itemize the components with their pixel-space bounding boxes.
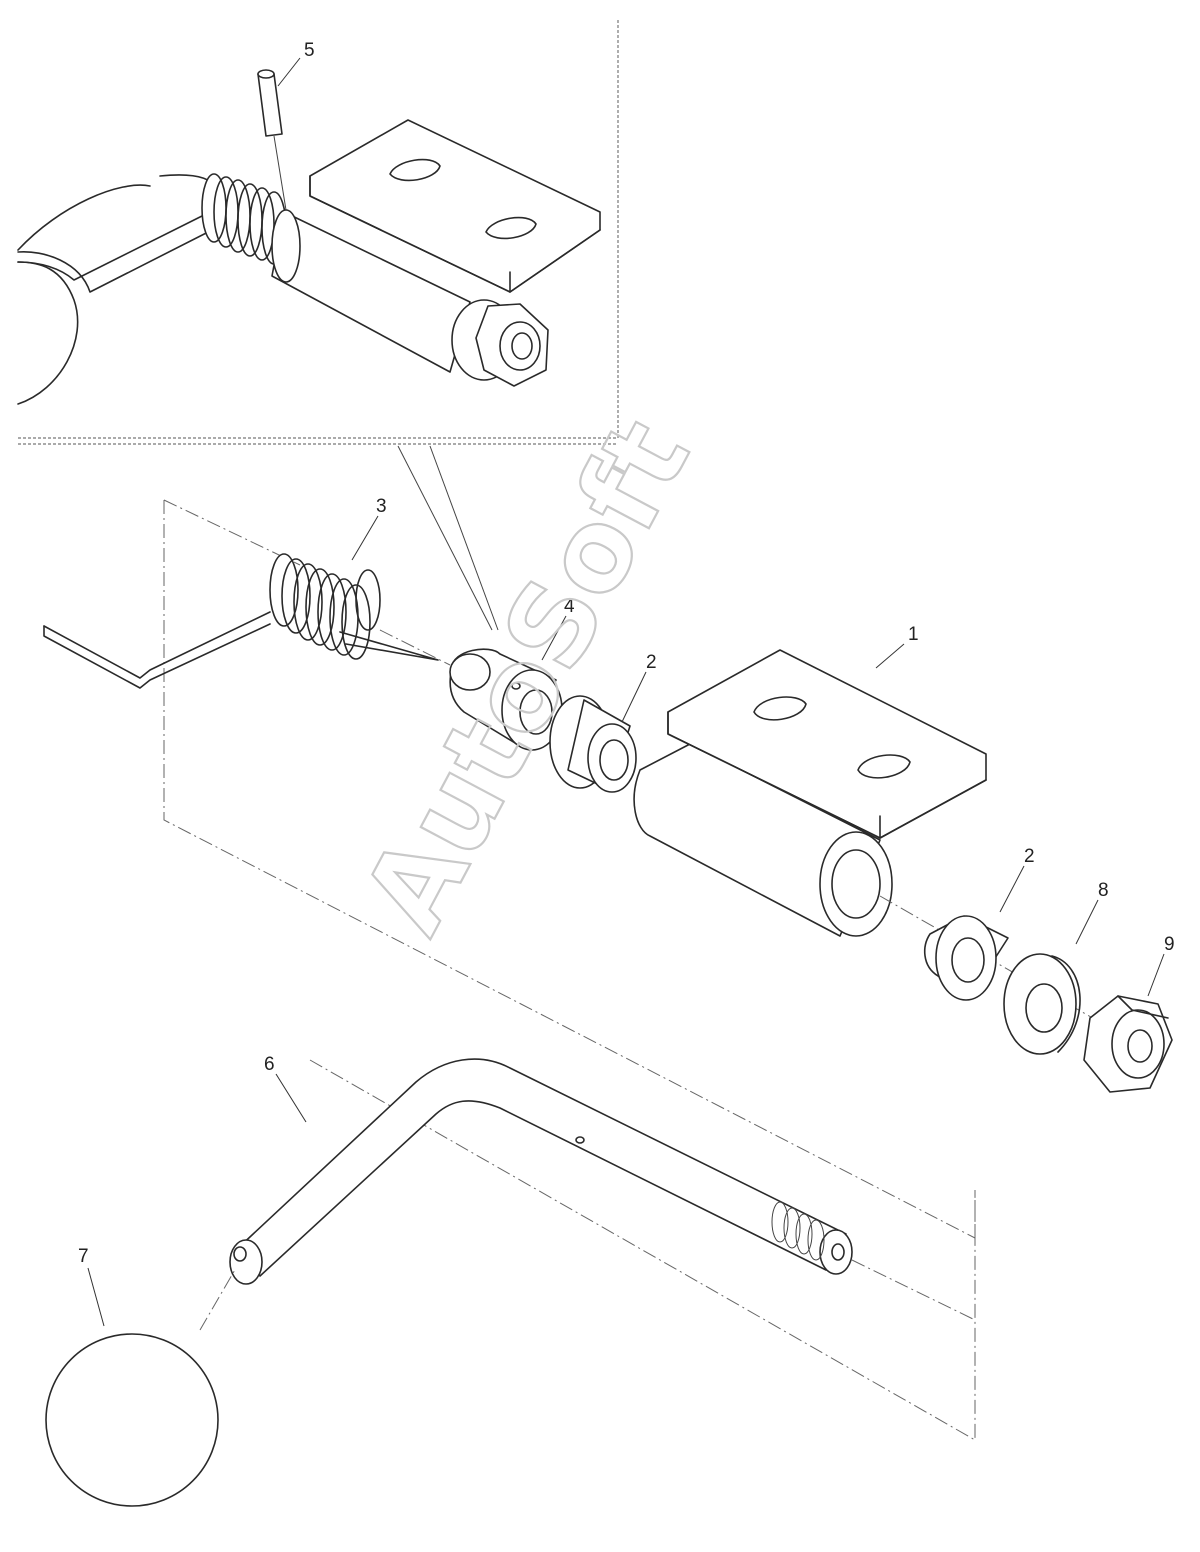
callout-7: 7 (78, 1246, 89, 1267)
callout-6: 6 (264, 1054, 275, 1075)
watermark-logo: AutoSoft (339, 400, 715, 953)
detail-inset: 5 (17, 18, 619, 631)
callout-9: 9 (1164, 934, 1175, 955)
hinge-bracket (633, 649, 987, 937)
inset-knob (17, 261, 79, 405)
callout-3: 3 (376, 496, 387, 517)
rod-thread (771, 1201, 825, 1261)
assembly-phantom-frame (163, 499, 976, 1441)
inset-frame (18, 18, 619, 439)
collar (449, 648, 563, 751)
callout-5: 5 (304, 40, 315, 61)
callout-2-lower: 2 (1024, 846, 1035, 867)
callout-1: 1 (908, 624, 919, 645)
flanged-bushing-upper (549, 695, 637, 793)
lock-nut (1083, 995, 1173, 1093)
inset-nut (451, 299, 549, 387)
torsion-spring (43, 553, 451, 689)
inset-roll-pin (257, 69, 287, 211)
handle-rod (199, 1058, 976, 1331)
flat-washer (1003, 953, 1081, 1055)
callout-8: 8 (1098, 880, 1109, 901)
inset-pointer-line (397, 445, 493, 631)
inset-bracket (309, 119, 601, 293)
inset-shaft (17, 211, 211, 281)
handle-knob (45, 1333, 219, 1507)
inset-spring (201, 173, 287, 265)
flanged-bushing-lower (923, 915, 1009, 1001)
callout-2-upper: 2 (646, 652, 657, 673)
callout-4: 4 (564, 596, 575, 617)
